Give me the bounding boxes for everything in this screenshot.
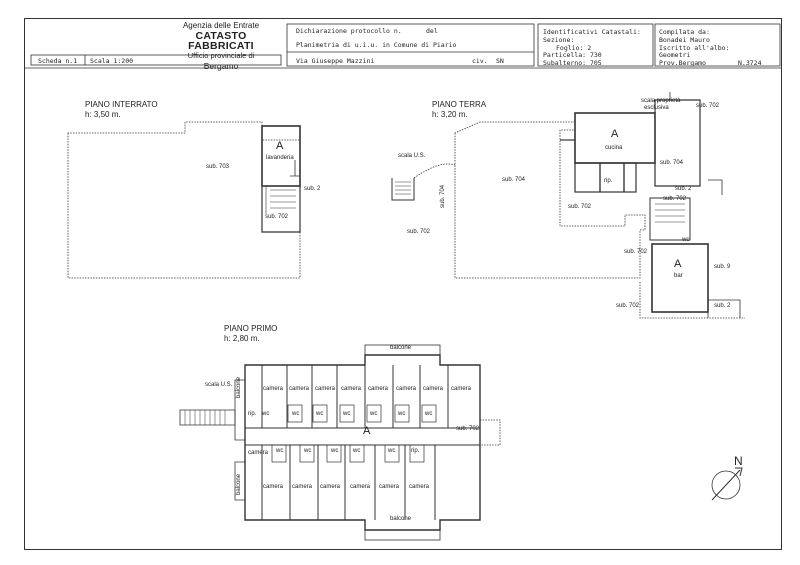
primo-camera-15: camera <box>409 484 430 490</box>
terra-wc: wc <box>682 237 690 243</box>
terra-sub2-a: sub. 2 <box>675 186 692 192</box>
subalterno-value: Subalterno: 705 <box>543 59 602 67</box>
dichiarazione-label: Dichiarazione protocollo n. <box>296 27 402 35</box>
primo-camera-4: camera <box>341 386 362 392</box>
primo-scala-us: scala U.S. <box>205 382 233 388</box>
terra-sub702-e: sub. 702 <box>616 303 640 309</box>
primo-balcone-top: balcone <box>390 345 412 351</box>
terra-scala-us: scala U.S. <box>398 153 426 159</box>
planimetria-label: Planimetria di u.i.u. in Comune di Piari… <box>296 41 457 49</box>
primo-balcone-bottom: balcone <box>390 516 412 522</box>
primo-camera-5: camera <box>368 386 389 392</box>
interrato-sub2: sub. 2 <box>304 186 321 192</box>
terra-sub702-c: sub. 702 <box>407 229 431 235</box>
ident-title: Identificativi Catastali: <box>543 28 641 36</box>
civ-value: SN <box>496 57 504 65</box>
terra-sub702-f: sub. 702 <box>663 196 687 202</box>
primo-wc-9: wc <box>304 448 312 454</box>
primo-rip-2: rip. <box>411 448 420 454</box>
primo-camera-13: camera <box>350 484 371 490</box>
primo-height: h: 2,80 m. <box>224 334 260 343</box>
primo-balcone-left2: balcone <box>236 473 242 495</box>
primo-camera-1: camera <box>263 386 284 392</box>
sezione-label: Sezione: <box>543 36 575 44</box>
scala-value: Scala 1:200 <box>90 57 134 65</box>
primo-camera-10: camera <box>263 484 284 490</box>
interrato-unit: A <box>276 140 284 152</box>
del-label: del <box>426 27 438 35</box>
primo-camera-2: camera <box>289 386 310 392</box>
primo-camera-3: camera <box>315 386 336 392</box>
scheda-number: Scheda n.1 <box>38 57 78 65</box>
primo-balcone-left1: balcone <box>236 376 242 398</box>
agency-line4: Bergamo <box>203 61 239 71</box>
albo-value: Geometri <box>659 51 691 59</box>
civ-label: civ. <box>472 57 488 65</box>
prov-value: Prov.Bergamo <box>659 59 706 67</box>
interrato-sub703: sub. 703 <box>206 164 230 170</box>
agency-block: Agenzia delle Entrate CATASTO FABBRICATI… <box>165 21 277 71</box>
primo-wc-5: wc <box>398 411 406 417</box>
primo-rip-1: rip. <box>248 411 257 417</box>
primo-wc-7: wc <box>262 411 270 417</box>
terra-scala-prop1: scala proprietà <box>641 98 681 104</box>
interrato-sub702: sub. 702 <box>265 214 289 220</box>
iscritto-label: Iscritto all'albo: <box>659 44 730 52</box>
primo-wc-3: wc <box>343 411 351 417</box>
terra-sub702-a: sub. 702 <box>696 103 720 109</box>
primo-camera-9: camera <box>248 450 269 456</box>
agency-line3: Ufficio provinciale di <box>187 51 255 60</box>
primo-camera-8: camera <box>451 386 472 392</box>
north-label: N <box>734 454 743 468</box>
terra-sub704-b: sub. 704 <box>660 160 684 166</box>
primo-wc-6: wc <box>425 411 433 417</box>
primo-wc-10: wc <box>331 448 339 454</box>
primo-wc-11: wc <box>353 448 361 454</box>
compilata-label: Compilata da: <box>659 28 710 36</box>
terra-height: h: 3,20 m. <box>432 110 468 119</box>
sheet-border <box>24 18 782 550</box>
primo-camera-11: camera <box>292 484 313 490</box>
primo-wc-12: wc <box>388 448 396 454</box>
primo-wc-4: wc <box>370 411 378 417</box>
terra-bar: bar <box>674 273 683 279</box>
primo-sub702: sub. 702 <box>456 426 480 432</box>
terra-sub704-c: sub. 704 <box>440 184 446 208</box>
terra-title: PIANO TERRA <box>432 100 487 109</box>
via-label: Via Giuseppe Mazzini <box>296 57 375 65</box>
interrato-height: h: 3,50 m. <box>85 110 121 119</box>
primo-camera-14: camera <box>379 484 400 490</box>
agency-line2: CATASTO FABBRICATI <box>188 30 254 52</box>
foglio-value: Foglio: 2 <box>556 44 592 52</box>
compilatore-name: Bonadei Mauro <box>659 36 710 44</box>
terra-sub9: sub. 9 <box>714 264 731 270</box>
primo-unit: A <box>363 425 371 437</box>
terra-scala-prop2: esclusiva <box>644 105 669 111</box>
primo-wc-8: wc <box>276 448 284 454</box>
particella-value: Particella: 730 <box>543 51 602 59</box>
terra-rip: rip. <box>604 178 613 184</box>
terra-sub2-b: sub. 2 <box>714 303 731 309</box>
terra-sub704-a: sub. 704 <box>502 177 526 183</box>
numero-value: N.3724 <box>738 59 762 67</box>
interrato-room: lavanderia <box>266 155 294 161</box>
primo-wc-2: wc <box>316 411 324 417</box>
terra-cucina: cucina <box>605 145 623 151</box>
primo-camera-12: camera <box>320 484 341 490</box>
agency-line1: Agenzia delle Entrate <box>182 21 260 30</box>
primo-title: PIANO PRIMO <box>224 324 278 333</box>
terra-sub702-b: sub. 702 <box>568 204 592 210</box>
terra-unit-a1: A <box>611 128 619 140</box>
primo-wc-1: wc <box>292 411 300 417</box>
terra-unit-a2: A <box>674 258 682 270</box>
interrato-title: PIANO INTERRATO <box>85 100 158 109</box>
primo-camera-7: camera <box>423 386 444 392</box>
primo-camera-6: camera <box>396 386 417 392</box>
terra-sub702-d: sub. 702 <box>624 249 648 255</box>
